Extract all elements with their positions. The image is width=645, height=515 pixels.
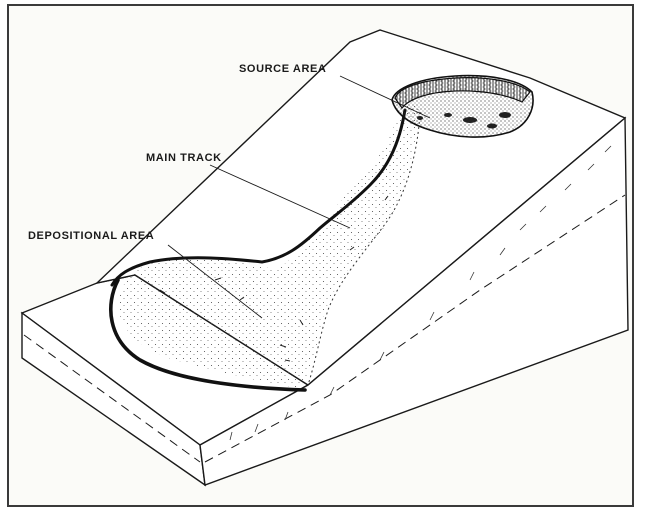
label-source-area: SOURCE AREA (239, 63, 326, 75)
label-depositional-area: DEPOSITIONAL AREA (28, 230, 154, 242)
label-main-track: MAIN TRACK (146, 152, 222, 164)
